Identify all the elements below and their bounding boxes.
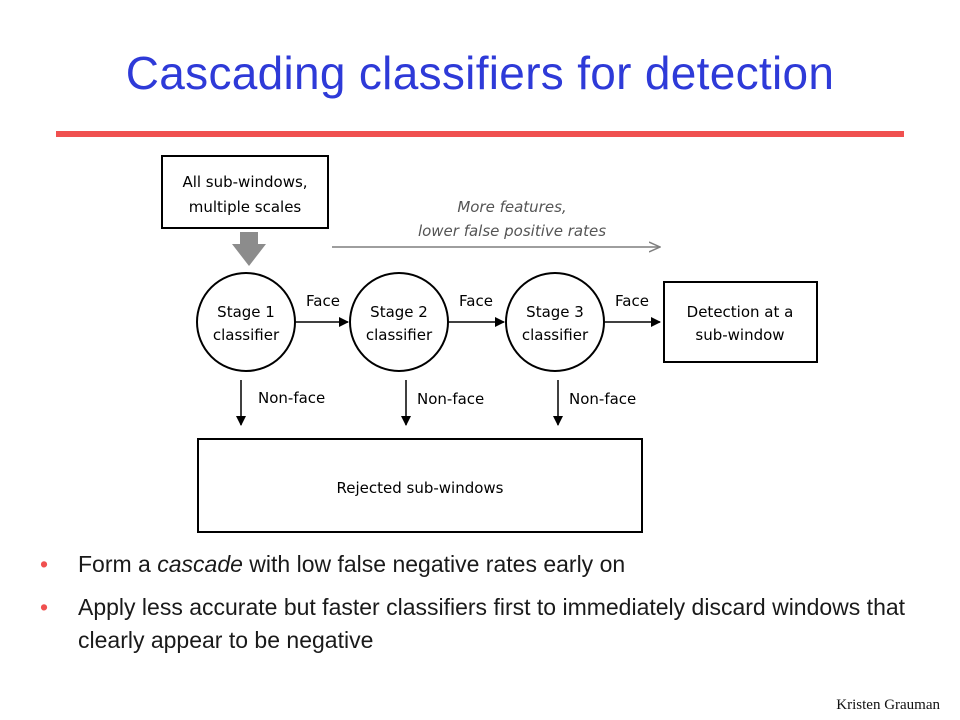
rejected-box-label: Rejected sub-windows [337,479,504,497]
bullet-text: Form a [78,551,158,577]
face-label-3: Face [615,292,649,310]
stage-3-line2: classifier [522,326,589,344]
stage-2-line2: classifier [366,326,433,344]
nonface-label-2: Non-face [417,390,484,408]
trend-note-line2: lower false positive rates [418,222,606,240]
detection-box [663,281,818,363]
bullet-text: Apply less accurate but faster classifie… [78,594,906,653]
credit: Kristen Grauman [836,697,940,713]
stage-2-line1: Stage 2 [370,303,428,321]
nonface-label-3: Non-face [569,390,636,408]
face-label-1: Face [306,292,340,310]
input-box-line2: multiple scales [189,198,302,216]
trend-note-line1: More features, [457,198,566,216]
stage-1-circle [196,272,296,372]
rejected-box [197,438,643,533]
bullet-text-tail: with low false negative rates early on [242,551,626,577]
bullet-dot: • [40,594,49,620]
bullet-list: • Form a cascade with low false negative … [40,548,940,667]
bullet-emphasis: cascade [157,551,243,577]
stage-1-line2: classifier [213,326,280,344]
bullet-dot: • [40,551,49,577]
bullet-item: • Form a cascade with low false negative … [40,548,940,581]
input-box-line1: All sub-windows, [182,173,307,191]
slide-title: Cascading classifiers for detection [125,47,835,99]
face-label-2: Face [459,292,493,310]
nonface-label-1: Non-face [258,389,325,407]
stage-3-circle [505,272,605,372]
detection-box-line2: sub-window [695,326,784,344]
stage-2-circle [349,272,449,372]
title-underline [56,131,904,137]
input-down-arrow [232,232,266,266]
detection-box-line1: Detection at a [687,303,794,321]
bullet-item: • Apply less accurate but faster classifi… [40,591,940,657]
input-box [161,155,329,229]
stage-3-line1: Stage 3 [526,303,584,321]
stage-1-line1: Stage 1 [217,303,275,321]
